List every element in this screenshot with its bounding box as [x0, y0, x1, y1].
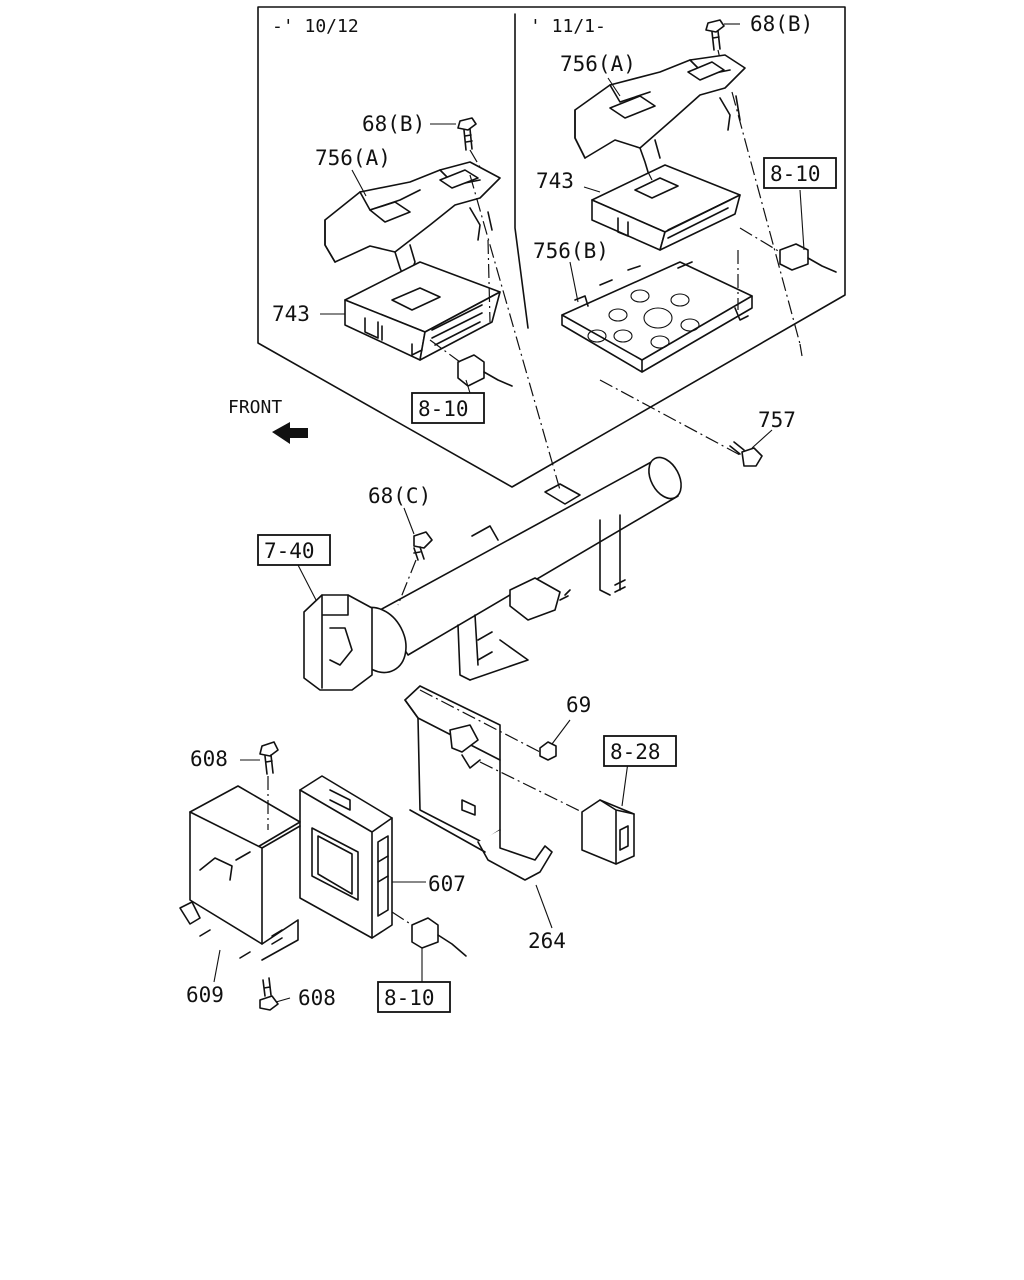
module-743-left-icon — [344, 261, 501, 361]
callout-68b-left: 68(B) — [362, 112, 425, 136]
mounting-bracket-264-icon — [404, 685, 553, 929]
reference-box-8-10-left[interactable]: 8-10 — [411, 392, 485, 424]
callout-68c: 68(C) — [368, 484, 431, 508]
reference-box-8-10-bottom-label: 8-10 — [384, 986, 435, 1010]
bolt-608-bottom-icon — [259, 977, 279, 1011]
bracket-756a-right-icon — [574, 54, 746, 173]
callout-756b: 756(B) — [533, 239, 609, 263]
late-variant-label: ' 11/1- — [530, 16, 606, 37]
callout-743-right: 743 — [536, 169, 574, 193]
callout-607: 607 — [428, 872, 466, 896]
connector-bottom-icon — [391, 911, 467, 982]
reference-box-8-10-right-label: 8-10 — [770, 162, 821, 186]
callout-69: 69 — [566, 693, 591, 717]
callout-743-left: 743 — [272, 302, 310, 326]
leader-lines — [240, 23, 805, 1003]
early-variant-group — [324, 117, 513, 387]
side-bracket-icon — [297, 564, 373, 691]
early-variant-label: -' 10/12 — [272, 16, 359, 37]
callout-609: 609 — [186, 983, 224, 1007]
callout-608-top: 608 — [190, 747, 228, 771]
callout-68b-top: 68(B) — [750, 12, 813, 36]
reference-box-8-10-bottom[interactable]: 8-10 — [377, 981, 451, 1013]
nut-69-icon — [419, 689, 557, 761]
callout-757: 757 — [758, 408, 796, 432]
callout-756a-left: 756(A) — [315, 146, 391, 170]
connector-left-icon — [457, 354, 513, 387]
reference-box-7-40-label: 7-40 — [264, 539, 315, 563]
bolt-68b-top-icon — [705, 19, 725, 51]
bolt-68c-icon — [397, 531, 433, 606]
module-743-right-icon — [591, 164, 741, 251]
reference-box-7-40[interactable]: 7-40 — [257, 534, 331, 566]
reference-box-8-10-right[interactable]: 8-10 — [763, 157, 837, 189]
cross-car-beam-icon — [349, 456, 682, 681]
front-arrow-icon — [272, 422, 308, 444]
bolt-68b-left-icon — [457, 117, 477, 151]
front-label: FRONT — [228, 397, 282, 418]
late-variant-group — [561, 19, 837, 373]
tray-756b-icon — [561, 261, 753, 373]
connector-right-icon — [779, 243, 837, 273]
bracket-609-icon — [179, 785, 301, 983]
bracket-756a-left-icon — [324, 161, 501, 281]
reference-box-8-28[interactable]: 8-28 — [603, 735, 677, 767]
callout-264: 264 — [528, 929, 566, 953]
callout-608-bottom: 608 — [298, 986, 336, 1010]
detail-inset-frame — [257, 6, 846, 488]
bolt-608-top-icon — [259, 741, 279, 830]
callout-756a-right: 756(A) — [560, 52, 636, 76]
reference-box-8-10-left-label: 8-10 — [418, 397, 469, 421]
ecu-607-icon — [299, 775, 393, 939]
reference-box-8-28-label: 8-28 — [610, 740, 661, 764]
relay-icon — [479, 761, 635, 865]
bolt-757-icon — [729, 441, 763, 467]
